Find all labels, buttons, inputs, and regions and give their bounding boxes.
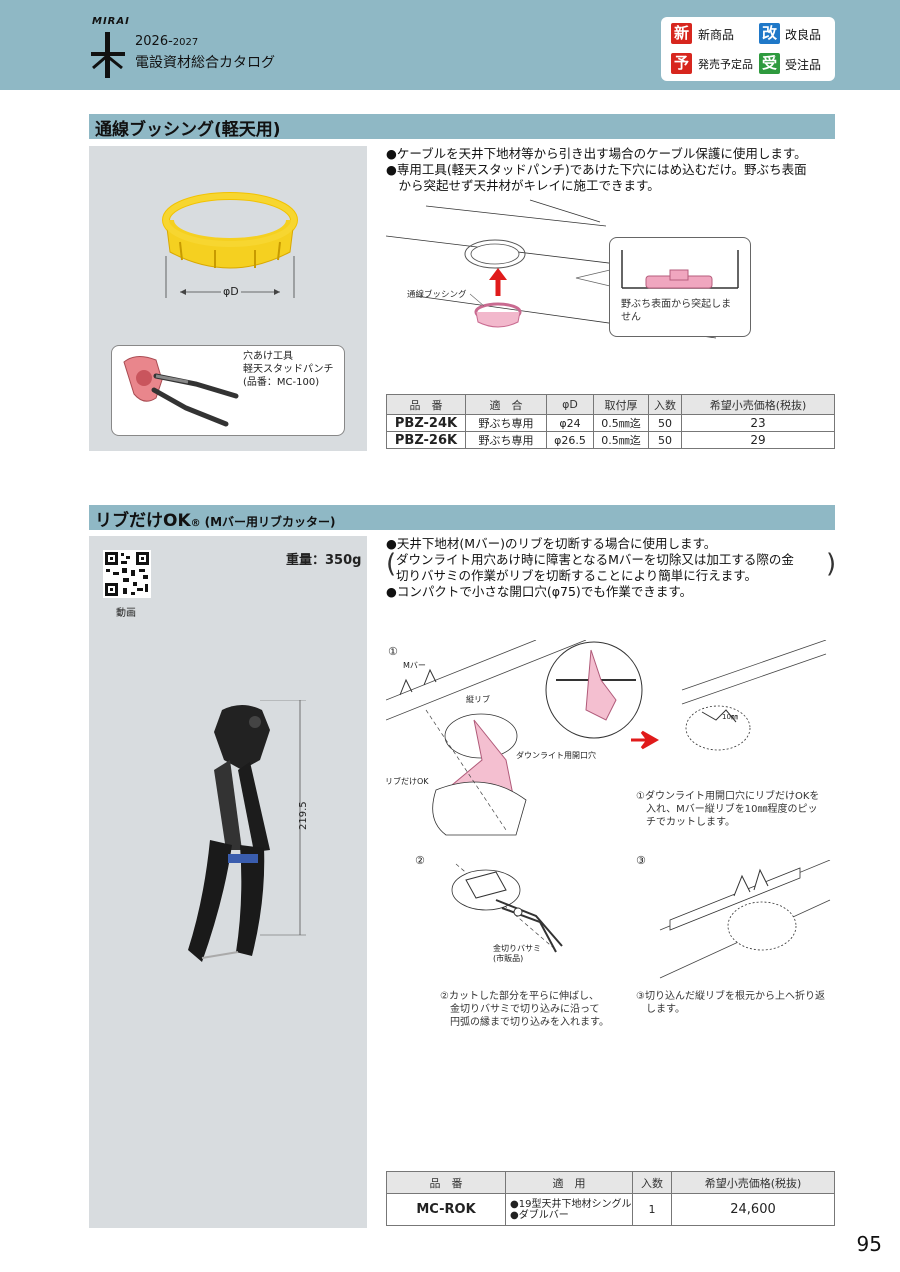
step2-text: ②カットした部分を平らに伸ばし、 金切りバサミで切り込みに沿って 円弧の縁まで切… — [440, 991, 609, 1028]
planned-badge: 予 — [671, 53, 692, 74]
step1-illustration — [386, 640, 827, 836]
rib-label: 縦リブ — [466, 695, 490, 704]
price: 23 — [681, 414, 835, 432]
weight: 重量：350g — [286, 553, 362, 568]
bushing-diagram-label: 通線ブッシング — [407, 290, 467, 300]
section2-photo-panel — [89, 536, 367, 1228]
bracket-left: ( — [386, 549, 397, 579]
snips-label: 金切りバサミ (市販品) — [493, 944, 541, 963]
col-price: 希望小売価格(税抜) — [671, 1171, 835, 1194]
quantity: 1 — [632, 1193, 672, 1226]
qr-caption: 動画 — [116, 608, 136, 619]
fit: 野ぶち専用 — [465, 431, 547, 449]
thickness: 0.5㎜迄 — [593, 414, 649, 432]
step1-text: ①ダウンライト用開口穴にリブだけOKを 入れ、Mバー縦リブを10㎜程度のピッ チ… — [636, 791, 820, 828]
pitch-label: 10㎜ — [722, 713, 738, 721]
stud-punch-tool-image — [123, 356, 239, 427]
diameter: φ26.5 — [546, 431, 594, 449]
product-legend: 新 新商品 改 改良品 予 発売予定品 受 受注品 — [661, 17, 835, 81]
table-row: PBZ-26K 野ぶち専用 φ26.5 0.5㎜迄 50 29 — [386, 431, 835, 449]
brand-text: MIRAI — [92, 16, 130, 27]
new-label: 新商品 — [698, 28, 735, 42]
col-thickness: 取付厚 — [593, 394, 649, 415]
diameter: φ24 — [546, 414, 594, 432]
step2-number: ② — [415, 854, 425, 867]
height-dimension: 219.5 — [298, 801, 309, 830]
section1-spec-table: 品 番 適 合 φD 取付厚 入数 希望小売価格(税抜) PBZ-24K 野ぶち… — [386, 394, 835, 449]
improved-label: 改良品 — [785, 28, 822, 42]
section2-spec-table: 品 番 適 用 入数 希望小売価格(税抜) MC-ROK ●19型天井下地材シン… — [386, 1171, 835, 1226]
col-part-number: 品 番 — [386, 1171, 506, 1194]
new-badge: 新 — [671, 23, 692, 44]
improved-badge: 改 — [759, 23, 780, 44]
section2-title: リブだけOK®(Mバー用リブカッター) — [95, 511, 336, 531]
rib-cutter-tool-image — [188, 700, 306, 962]
section2-description: ●天井下地材(Mバー)のリブを切断する場合に使用します。 ダウンライト用穴あけ時… — [386, 536, 794, 599]
page-number: 95 — [856, 1232, 882, 1256]
table-row: PBZ-24K 野ぶち専用 φ24 0.5㎜迄 50 23 — [386, 414, 835, 432]
quantity: 50 — [648, 414, 682, 432]
col-fit: 適 合 — [465, 394, 547, 415]
use: ●19型天井下地材シングル ●ダブルバー — [505, 1193, 633, 1226]
downlight-hole-label: ダウンライト用開口穴 — [516, 751, 596, 760]
diameter-label: φD — [221, 285, 241, 298]
tool-label: リブだけOK — [385, 777, 429, 786]
price: 29 — [681, 431, 835, 449]
catalog-title: 電設資材総合カタログ — [135, 55, 275, 71]
tool-note: 穴あけ工具 軽天スタッドパンチ (品番：MC-100) — [243, 351, 334, 388]
section1-title-bar: 通線ブッシング(軽天用) — [89, 114, 835, 140]
col-quantity: 入数 — [648, 394, 682, 415]
col-use: 適 用 — [505, 1171, 633, 1194]
section1-description: ●ケーブルを天井下地材等から引き出す場合のケーブル保護に使用します。 ●専用工具… — [386, 146, 807, 193]
col-price: 希望小売価格(税抜) — [681, 394, 835, 415]
order-badge: 受 — [759, 53, 780, 74]
callout-text: 野ぶち表面から突起しま せん — [621, 299, 732, 323]
step2-illustration — [451, 863, 563, 953]
step3-number: ③ — [636, 854, 646, 867]
mirai-logo — [91, 32, 125, 78]
part-number: PBZ-24K — [386, 414, 466, 432]
callout-box: 野ぶち表面から突起しま せん — [609, 237, 751, 337]
col-part-number: 品 番 — [386, 394, 466, 415]
flush-detail-image — [621, 250, 739, 289]
bracket-right: ) — [826, 549, 837, 579]
catalog-year: 2026-2027 — [135, 34, 199, 49]
fit: 野ぶち専用 — [465, 414, 547, 432]
mbar-label: Mバー — [403, 661, 426, 670]
qr-code-icon[interactable] — [103, 550, 151, 598]
step3-illustration — [659, 860, 831, 979]
part-number: PBZ-26K — [386, 431, 466, 449]
section1-title: 通線ブッシング(軽天用) — [95, 120, 281, 140]
table-row: MC-ROK ●19型天井下地材シングル ●ダブルバー 1 24,600 — [386, 1193, 835, 1226]
col-quantity: 入数 — [632, 1171, 672, 1194]
section2-title-bar: リブだけOK®(Mバー用リブカッター) — [89, 505, 835, 531]
step1-number: ① — [388, 645, 398, 658]
planned-label: 発売予定品 — [698, 58, 753, 71]
price: 24,600 — [671, 1193, 835, 1226]
part-number: MC-ROK — [386, 1193, 506, 1226]
col-diameter: φD — [546, 394, 594, 415]
order-label: 受注品 — [785, 58, 822, 72]
thickness: 0.5㎜迄 — [593, 431, 649, 449]
step3-text: ③切り込んだ縦リブを根元から上へ折り返 します。 — [636, 991, 825, 1015]
quantity: 50 — [648, 431, 682, 449]
bushing-ring-image — [162, 192, 298, 298]
